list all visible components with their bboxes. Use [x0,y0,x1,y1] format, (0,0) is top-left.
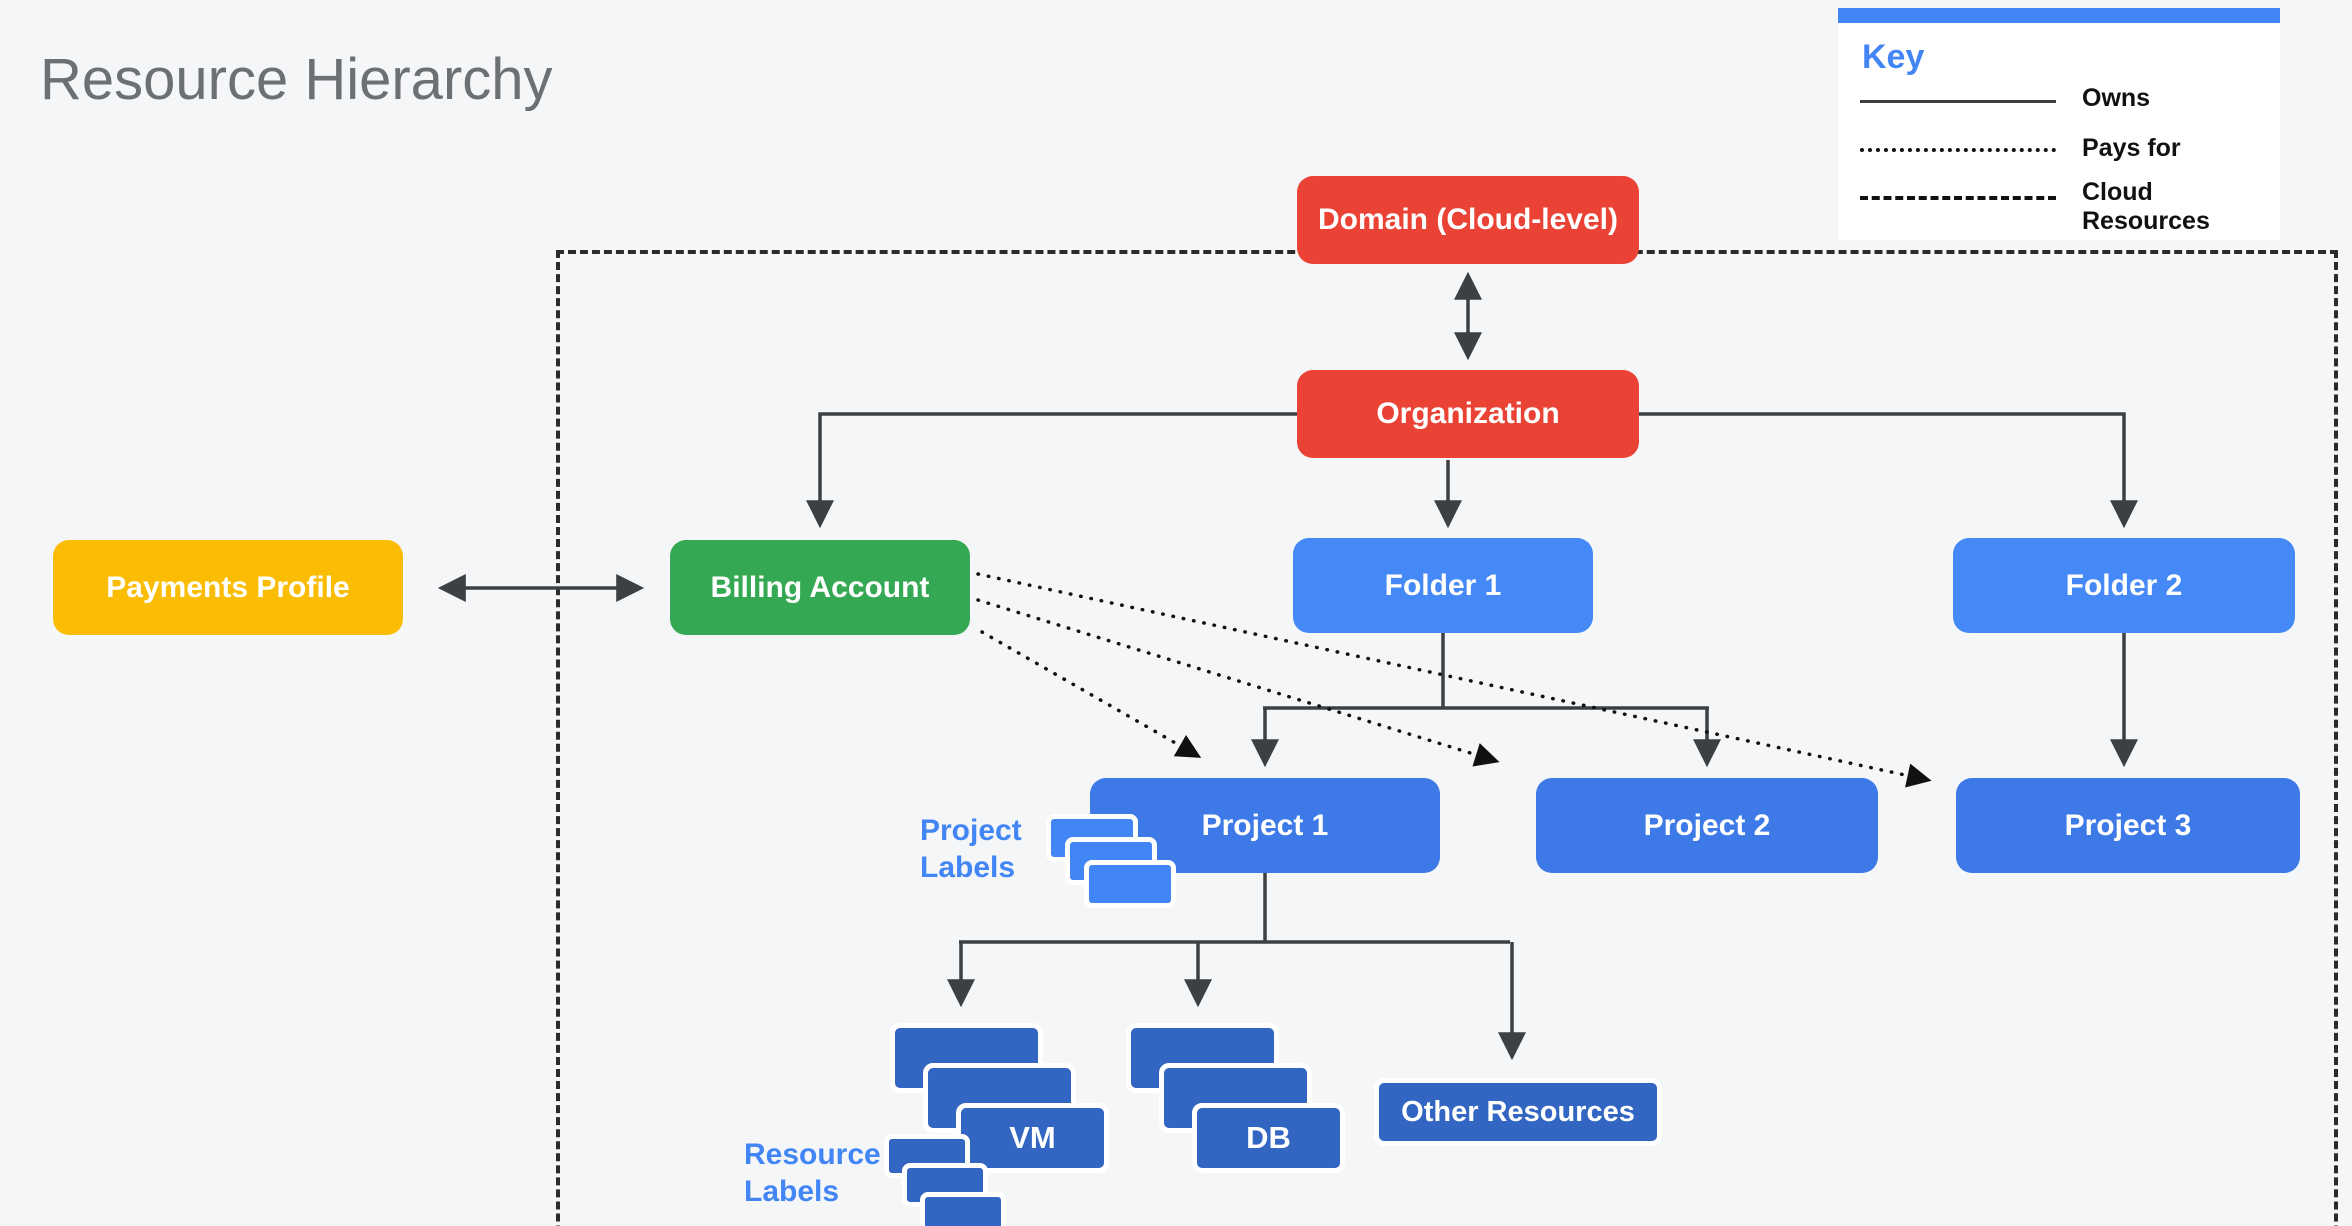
node-label: Other Resources [1401,1095,1635,1128]
arrow-organization-folder2 [1639,412,2138,529]
node-organization: Organization [1297,370,1639,458]
node-label: Project 2 [1643,808,1771,842]
node-label: Billing Account [710,570,930,604]
legend-heading: Key [1862,38,1925,76]
node-label: Project 1 [1201,808,1329,842]
node-domain: Domain (Cloud-level) [1297,176,1639,264]
node-label: Organization [1376,397,1560,430]
node-label: Payments Profile [106,570,350,604]
node-label: Domain (Cloud-level) [1317,203,1618,236]
legend-cloud-resources-label: Cloud Resources [2082,178,2210,235]
dotted-billing-project2 [976,598,1500,767]
project-label-card-3 [1084,860,1176,908]
node-folder2: Folder 2 [1953,538,2295,633]
resource-label-card-3 [920,1192,1006,1226]
node-label: Folder 1 [1384,568,1502,602]
node-label: DB [1246,1120,1291,1155]
owns-arrows [437,271,2138,1061]
node-project2: Project 2 [1536,778,1878,873]
owns-line-sample [1860,100,2056,103]
legend: Key Owns Pays for Cloud Resources [1838,8,2280,240]
node-folder1: Folder 1 [1293,538,1593,633]
node-other-resources: Other Resources [1374,1078,1662,1146]
project-labels-annotation: Project Labels [920,814,1022,884]
node-db: DB [1192,1103,1345,1173]
legend-pays-for-label: Pays for [2082,134,2181,162]
page-title: Resource Hierarchy [40,47,553,112]
cloud-resources-line-sample [1860,196,2056,200]
resource-labels-annotation: Resource Labels [744,1138,881,1208]
dotted-billing-project1 [980,630,1202,758]
node-billing-account: Billing Account [670,540,970,635]
node-label: VM [1009,1120,1056,1155]
legend-owns-label: Owns [2082,84,2151,112]
node-payments-profile: Payments Profile [53,540,403,635]
legend-accent-bar [1838,8,2280,23]
node-label: Project 3 [2064,808,2192,842]
arrow-organization-billing [806,412,1297,529]
node-vm: VM [956,1103,1109,1173]
pays-for-arrows [976,572,1932,788]
pays-for-line-sample [1860,148,2056,152]
dotted-billing-project3 [976,572,1932,788]
node-project3: Project 3 [1956,778,2300,873]
node-label: Folder 2 [2065,568,2183,602]
